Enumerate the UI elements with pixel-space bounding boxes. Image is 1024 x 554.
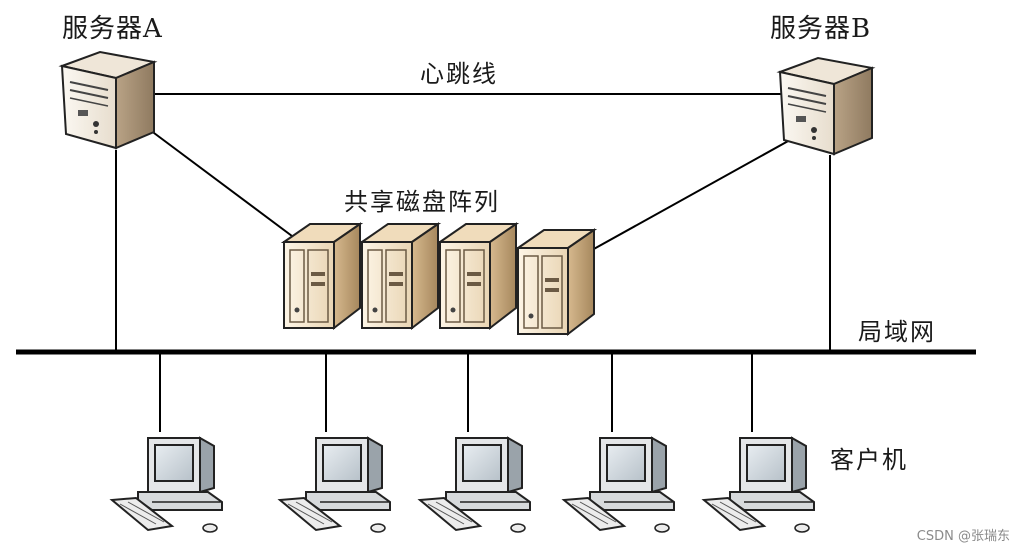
client-pc-icon xyxy=(111,437,223,533)
server-b-icon xyxy=(779,57,873,155)
client-pc-icon xyxy=(563,437,675,533)
lan-label: 局域网 xyxy=(858,318,936,346)
server-a-label: 服务器A xyxy=(62,14,163,44)
heartbeat-label: 心跳线 xyxy=(420,60,498,88)
server-b-label: 服务器B xyxy=(770,14,872,44)
shared-disk-array xyxy=(283,223,595,335)
disk-unit-icon xyxy=(439,223,517,329)
disk-unit-icon xyxy=(361,223,439,329)
watermark: CSDN @张瑞东 xyxy=(916,529,1010,544)
server-a-to-disk-link xyxy=(149,129,301,243)
server-a-icon xyxy=(61,51,155,149)
client-pc-icon xyxy=(703,437,815,533)
client-pc-icon xyxy=(279,437,391,533)
disk-array-label: 共享磁盘阵列 xyxy=(344,188,500,216)
disk-unit-icon xyxy=(283,223,361,329)
server-b-to-disk-link xyxy=(591,139,791,251)
clients-label: 客户机 xyxy=(830,446,908,474)
client-pc-icon xyxy=(419,437,531,533)
disk-unit-icon xyxy=(517,229,595,335)
